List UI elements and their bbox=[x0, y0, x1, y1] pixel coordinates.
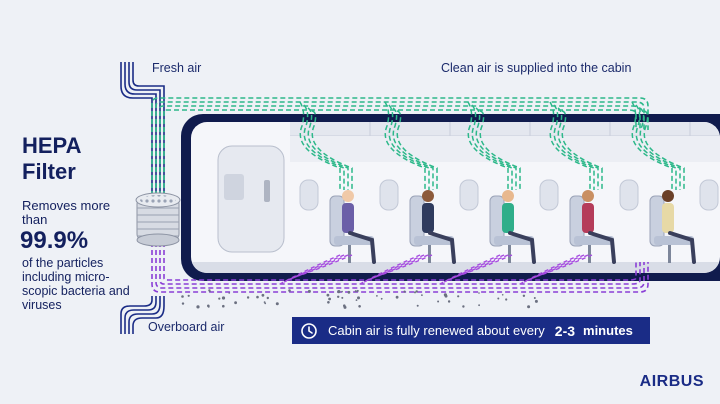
clean-air-label: Clean air is supplied into the cabin bbox=[441, 61, 632, 75]
hepa-percentage: 99.9% bbox=[20, 227, 89, 254]
airbus-logo: AIRBUS bbox=[639, 373, 704, 390]
overboard-air-label: Overboard air bbox=[148, 320, 225, 334]
hepa-description: of the particles including micro-scopic … bbox=[22, 256, 130, 312]
clock-icon bbox=[301, 322, 317, 339]
fresh-air-ducts bbox=[120, 62, 165, 196]
cabin-return-flows bbox=[279, 254, 593, 285]
banner-unit: minutes bbox=[583, 323, 633, 338]
fresh-air-green-ducts bbox=[151, 97, 649, 196]
hepa-title-line1: HEPA bbox=[22, 133, 82, 158]
exhaust-ducts bbox=[120, 242, 649, 334]
passenger-seats bbox=[329, 190, 696, 264]
hepa-title-line2: Filter bbox=[22, 159, 76, 184]
hepa-lead-text: Removes more than bbox=[22, 198, 111, 227]
particle-dots bbox=[181, 289, 538, 309]
hepa-filter-icon bbox=[135, 192, 181, 247]
cabin-door bbox=[217, 145, 285, 253]
hepa-filter-title: HEPA Filter bbox=[22, 133, 132, 185]
fresh-air-label: Fresh air bbox=[152, 61, 202, 75]
banner-text: Cabin air is fully renewed about every bbox=[328, 323, 545, 338]
banner-number: 2-3 bbox=[554, 322, 576, 339]
clean-air-supply-drops bbox=[299, 101, 685, 190]
renewal-banner: Cabin air is fully renewed about every 2… bbox=[292, 317, 650, 344]
cabin-windows bbox=[299, 179, 719, 211]
